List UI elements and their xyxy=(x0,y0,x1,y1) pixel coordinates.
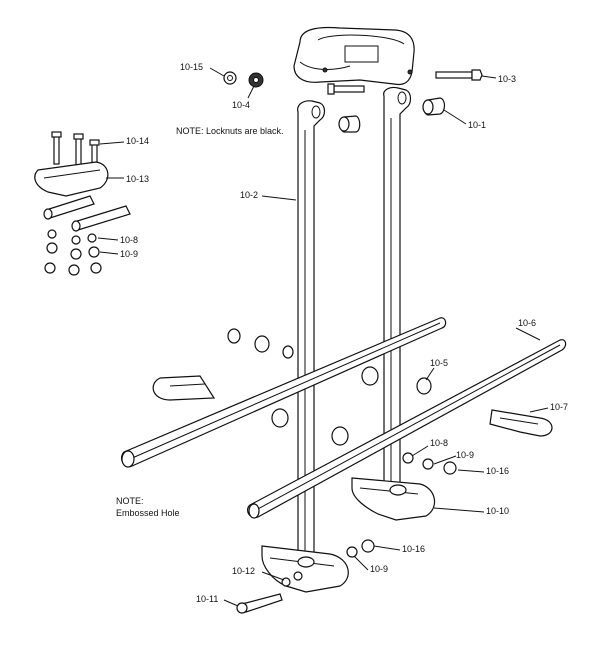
label-10-15: 10-15 xyxy=(180,62,203,72)
label-10-3: 10-3 xyxy=(498,74,516,84)
foot-pad-left-10-12 xyxy=(261,545,349,593)
label-10-6: 10-6 xyxy=(518,318,536,328)
crossbar-front xyxy=(246,339,567,519)
label-10-7: 10-7 xyxy=(550,402,568,412)
label-10-16-lower: 10-16 xyxy=(402,544,425,554)
bolt-10-11 xyxy=(236,593,283,614)
label-10-13: 10-13 xyxy=(126,174,149,184)
label-10-14: 10-14 xyxy=(126,136,149,146)
locknut-10-4 xyxy=(248,72,264,88)
label-10-5: 10-5 xyxy=(430,358,448,368)
spacer-left xyxy=(338,115,361,133)
bolt-10-3 xyxy=(435,69,483,81)
label-10-16-upper: 10-16 xyxy=(486,466,509,476)
label-10-9: 10-9 xyxy=(456,450,474,460)
note-embossed-hole: Embossed Hole xyxy=(116,508,180,518)
label-10-9-inset: 10-9 xyxy=(120,249,138,259)
label-10-12: 10-12 xyxy=(232,566,255,576)
label-10-10: 10-10 xyxy=(486,506,509,516)
top-bracket xyxy=(293,26,415,86)
label-10-1: 10-1 xyxy=(468,120,486,130)
part-labels: 10-15 10-4 10-3 10-1 10-14 10-13 10-8 10… xyxy=(116,62,568,604)
inset-assembly xyxy=(34,131,131,276)
note-embossed-title: NOTE: xyxy=(116,496,144,506)
side-handle-right xyxy=(489,409,553,437)
label-10-4: 10-4 xyxy=(232,100,250,110)
label-10-2: 10-2 xyxy=(240,190,258,200)
leader-lines xyxy=(97,67,549,607)
note-locknuts: NOTE: Locknuts are black. xyxy=(176,126,284,136)
label-10-9-lower: 10-9 xyxy=(370,564,388,574)
spacer-10-1 xyxy=(422,97,446,116)
bolt-center xyxy=(327,83,365,95)
lower-hardware xyxy=(281,452,457,587)
side-handle-left xyxy=(152,375,216,401)
foot-pad-right-10-10 xyxy=(351,477,436,521)
label-10-11: 10-11 xyxy=(196,594,218,604)
crossbar-rear xyxy=(120,317,447,468)
label-10-8-inset: 10-8 xyxy=(120,235,138,245)
nut-10-15 xyxy=(223,71,237,85)
label-10-8: 10-8 xyxy=(430,438,448,448)
collar-set xyxy=(227,328,432,446)
